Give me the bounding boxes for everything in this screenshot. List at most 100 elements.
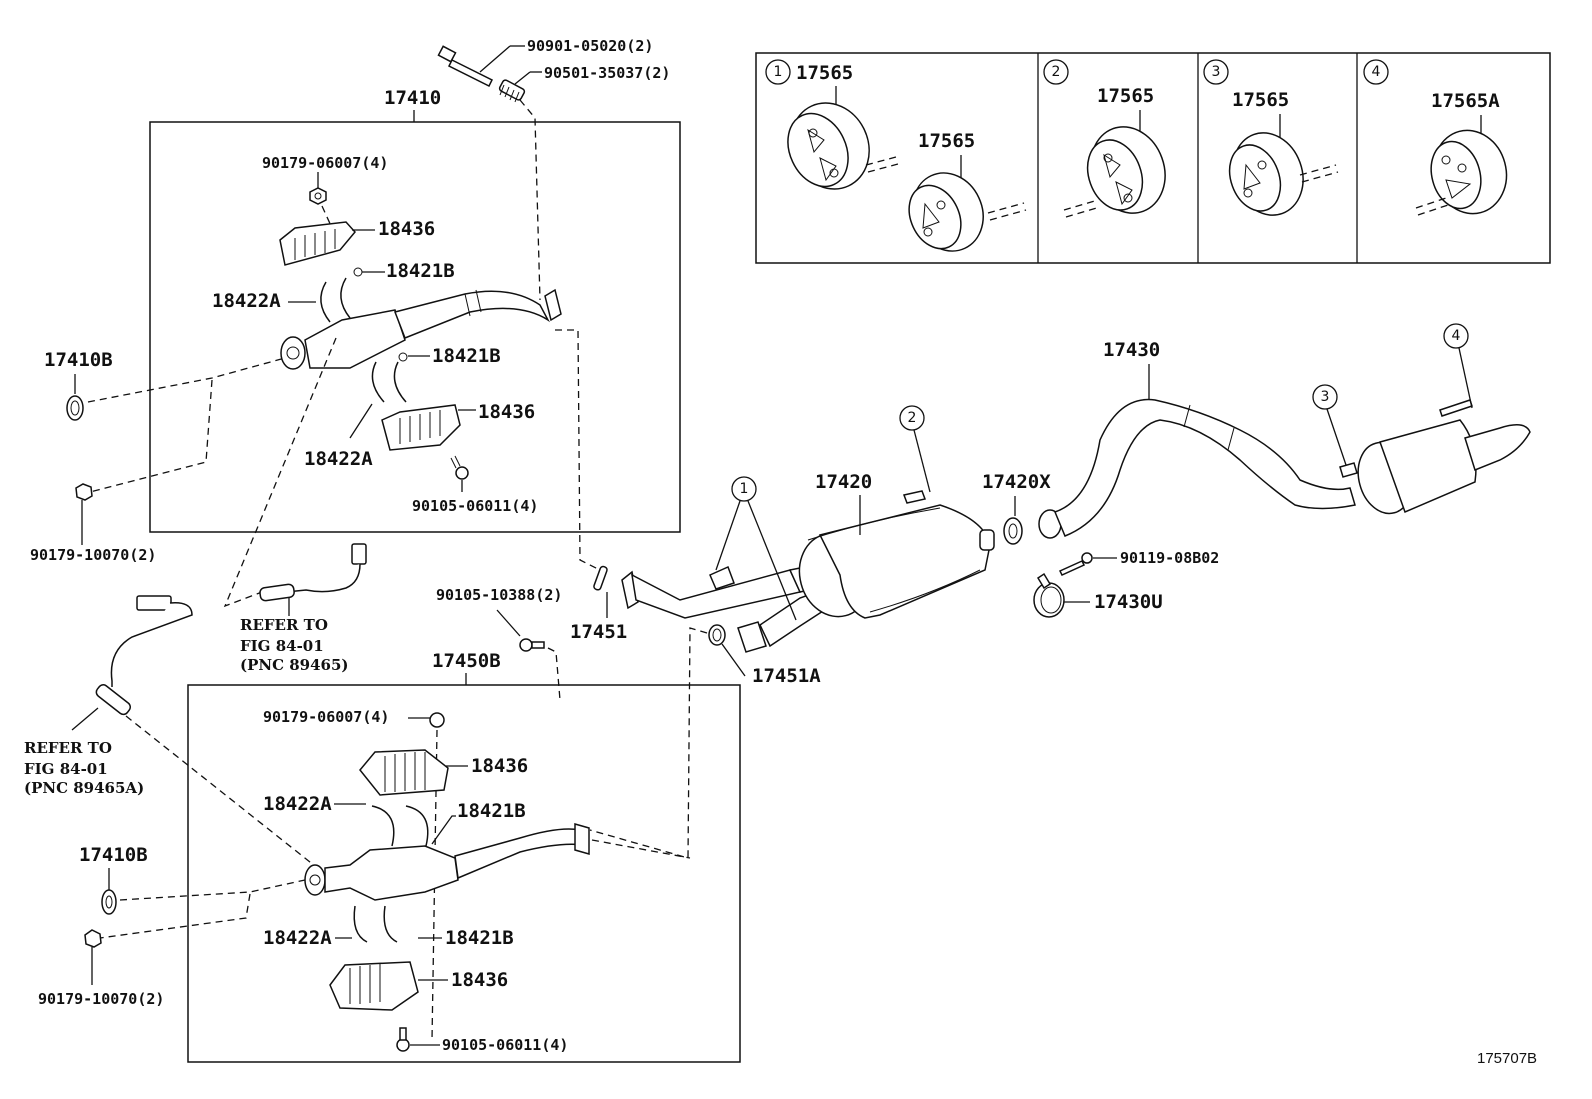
bolt-icon [1058,552,1093,576]
part-label[interactable]: 18422A [263,927,332,949]
inset-frame [755,52,1551,264]
part-label[interactable]: 90119-08B02 [1120,549,1219,567]
part-label[interactable]: 90105-06011(4) [442,1036,568,1054]
upper-outside-parts: 17410B 90179-10070(2) [30,349,286,564]
center-muffler-17420: 17420 1 2 17420X [621,405,1051,653]
refer-to-text: REFER TO [240,616,328,634]
part-label[interactable]: 18421B [386,260,455,282]
part-label[interactable]: 90179-06007(4) [262,154,388,172]
leader-line [71,707,99,731]
part-label[interactable]: 17565A [1431,90,1500,112]
part-label[interactable]: 17565 [1232,89,1289,111]
callout-circle [1043,59,1069,85]
refer-to-text: (PNC 89465A) [24,779,144,797]
part-label[interactable]: 17451A [752,665,821,687]
part-label[interactable]: 90105-10388(2) [436,586,562,604]
hanger-rod [1063,199,1101,218]
part-label[interactable]: 17420X [982,471,1051,493]
assembly-frame [187,684,741,1063]
leader-line [1458,347,1473,409]
hanger-rod [987,202,1027,221]
callout-circle [899,405,925,431]
inset-panel-1: 1 17565 17565 [765,59,1027,252]
refer-to-text[interactable]: FIG 84-01 [240,637,324,655]
figure-id: 175707B [1477,1050,1537,1067]
heat-insulator-icon [329,961,419,1011]
dashed-reference-line [555,329,601,571]
part-label[interactable]: 17430 [1103,339,1160,361]
part-label[interactable]: 18422A [304,448,373,470]
part-label[interactable]: 17410B [44,349,113,371]
part-label[interactable]: 18421B [457,800,526,822]
callout-circle [1312,384,1338,410]
muffler-body-icon [798,504,995,619]
tail-pipe-icon [1038,398,1356,539]
assembly-title[interactable]: 17450B [432,650,501,672]
callout-number: 2 [1052,64,1061,80]
part-label[interactable]: 90901-05020(2) [527,37,653,55]
part-label[interactable]: 17565 [918,130,975,152]
part-label[interactable]: 90501-35037(2) [544,64,670,82]
oxygen-sensor-icon [259,543,367,602]
part-label[interactable]: 90105-06011(4) [412,497,538,515]
part-label[interactable]: 90179-10070(2) [30,546,156,564]
dashed-reference-line [99,893,251,939]
part-label[interactable]: 17410B [79,844,148,866]
callout-number: 2 [908,410,917,426]
part-label[interactable]: 18421B [432,345,501,367]
rubber-hanger-icon [1086,126,1166,214]
bolt-icon [437,45,494,88]
front-exhaust-pipe-icon [304,823,590,901]
part-label[interactable]: 17430U [1094,591,1163,613]
callout-number: 3 [1212,64,1221,80]
leader-line [479,45,511,73]
part-label[interactable]: 18436 [378,218,435,240]
clamp-icon [353,905,398,943]
spring-icon [593,565,608,591]
callout-number: 4 [1372,64,1381,80]
callout-circle [731,476,757,502]
part-label[interactable]: 17565 [1097,85,1154,107]
callout-number: 1 [774,64,783,80]
tail-pipe-17430: 17430 3 4 90119-08B02 17430U [1033,323,1531,618]
clamp-icon [320,267,363,323]
part-label[interactable]: 18422A [263,793,332,815]
part-label[interactable]: 18436 [478,401,535,423]
spring-icon [498,79,526,103]
refer-to-text[interactable]: FIG 84-01 [24,760,108,778]
gasket-icon [1003,517,1023,545]
hanger-rod [865,156,899,173]
callout-number: 4 [1452,328,1461,344]
part-label[interactable]: 18422A [212,290,281,312]
inset-panel-2: 2 17565 [1043,59,1166,218]
part-label[interactable]: 18436 [471,755,528,777]
gasket-icon [708,624,726,646]
callout-circle [765,59,791,85]
hanger-inset-panels: 1 17565 17565 [755,52,1551,264]
part-label[interactable]: 18436 [451,969,508,991]
part-label[interactable]: 18421B [445,927,514,949]
nut-icon [75,483,93,501]
dashed-reference-line [547,647,561,701]
screw-icon [450,455,469,480]
refer-to-text: (PNC 89465) [240,656,349,674]
part-label[interactable]: 90179-06007(4) [263,708,389,726]
leader-line [496,609,521,637]
part-label[interactable]: 17451 [570,621,627,643]
leader-line [514,71,531,85]
part-label[interactable]: 90179-10070(2) [38,990,164,1008]
part-label[interactable]: 17565 [796,62,853,84]
nut-icon [429,712,445,728]
dashed-reference-line [519,99,541,301]
assembly-title[interactable]: 17410 [384,87,441,109]
part-label[interactable]: 17420 [815,471,872,493]
hanger-bracket-icon [709,490,927,590]
inset-panel-4: 4 17565A [1363,59,1508,216]
rubber-hanger-icon [787,102,870,190]
gasket-icon [66,395,84,421]
dashed-reference-line [591,839,691,859]
leader-line [1326,408,1347,466]
dashed-reference-line [125,715,321,871]
leader-line [721,643,746,677]
screw-icon [396,1027,410,1052]
